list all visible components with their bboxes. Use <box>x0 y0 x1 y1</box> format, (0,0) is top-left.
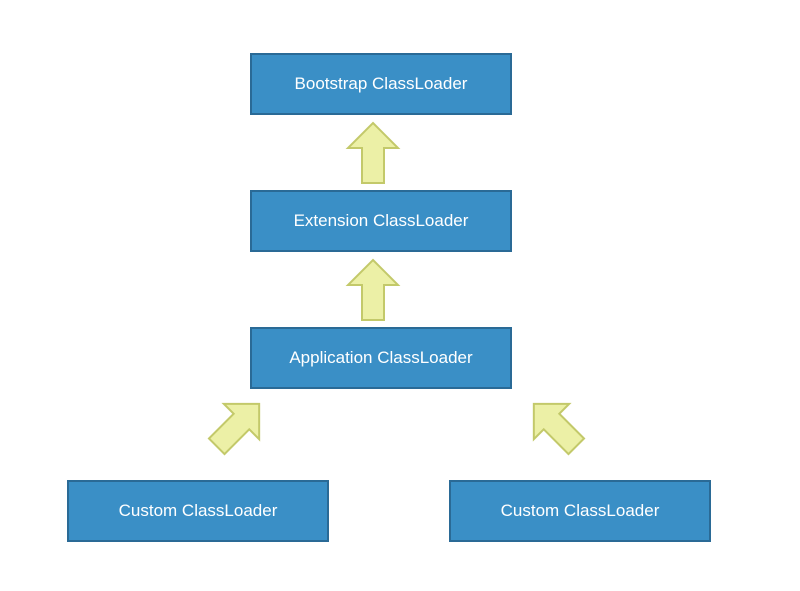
custom-classloader-right-label: Custom ClassLoader <box>500 501 660 520</box>
extension-classloader-label: Extension ClassLoader <box>293 211 469 230</box>
custom-classloader-right-box: Custom ClassLoader <box>449 480 711 542</box>
arrow-custom-left-to-application <box>207 402 261 456</box>
bootstrap-classloader-box: Bootstrap ClassLoader <box>250 53 512 115</box>
bootstrap-classloader-label: Bootstrap ClassLoader <box>294 74 468 93</box>
arrow-custom-right-to-application <box>532 402 586 456</box>
arrow-extension-to-bootstrap <box>345 121 401 184</box>
application-classloader-box: Application ClassLoader <box>250 327 512 389</box>
arrow-application-to-extension <box>345 258 401 321</box>
custom-classloader-left-label: Custom ClassLoader <box>118 501 278 520</box>
application-classloader-label: Application ClassLoader <box>289 348 473 367</box>
custom-classloader-left-box: Custom ClassLoader <box>67 480 329 542</box>
extension-classloader-box: Extension ClassLoader <box>250 190 512 252</box>
